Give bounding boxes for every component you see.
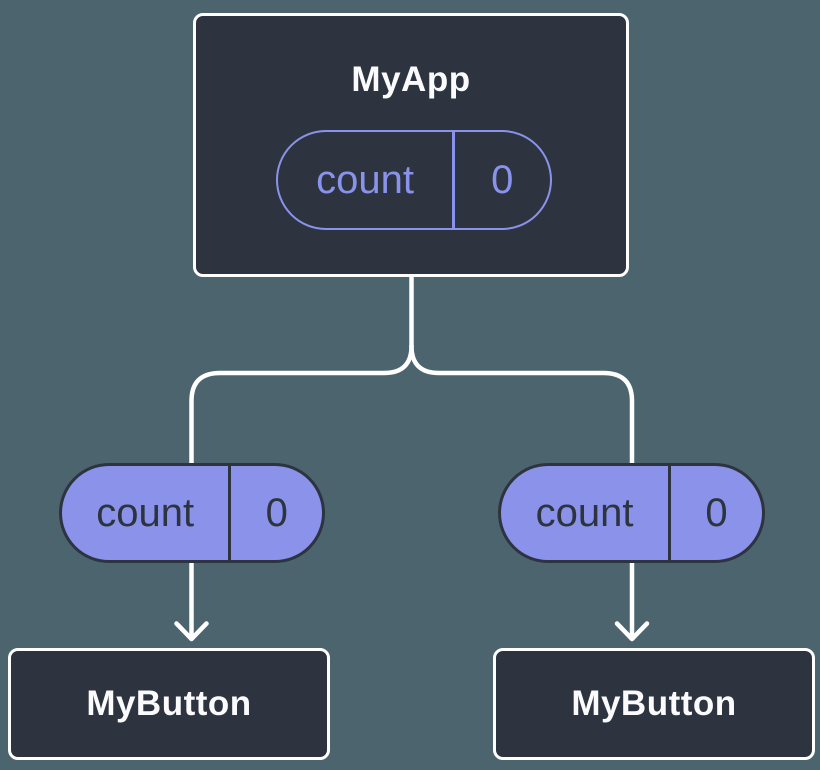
state-pill-value: 0	[491, 157, 514, 202]
mybutton-right-title: MyButton	[571, 684, 737, 723]
mybutton-node-right: MyButton	[493, 648, 815, 760]
prop-pill-left-value: 0	[265, 490, 288, 535]
prop-pill-left-divider	[228, 466, 232, 560]
prop-pill-right: count 0	[498, 463, 765, 563]
state-pill-divider	[452, 132, 455, 228]
branch-right-line	[409, 343, 635, 637]
prop-pill-right-name: count	[535, 490, 634, 535]
prop-pill-right-divider	[668, 466, 672, 560]
state-pill-name: count	[316, 157, 414, 202]
prop-pill-left: count 0	[59, 463, 325, 563]
arrowhead-right-icon	[614, 621, 650, 642]
myapp-node-title: MyApp	[351, 60, 471, 99]
mybutton-left-title: MyButton	[86, 684, 252, 723]
prop-pill-left-name: count	[96, 490, 195, 535]
myapp-node: MyApp count 0	[193, 13, 629, 277]
branch-left-line	[189, 343, 414, 637]
arrowhead-left-icon	[174, 621, 209, 642]
state-pill: count 0	[276, 130, 552, 230]
prop-pill-right-value: 0	[705, 490, 728, 535]
mybutton-node-left: MyButton	[8, 648, 330, 760]
